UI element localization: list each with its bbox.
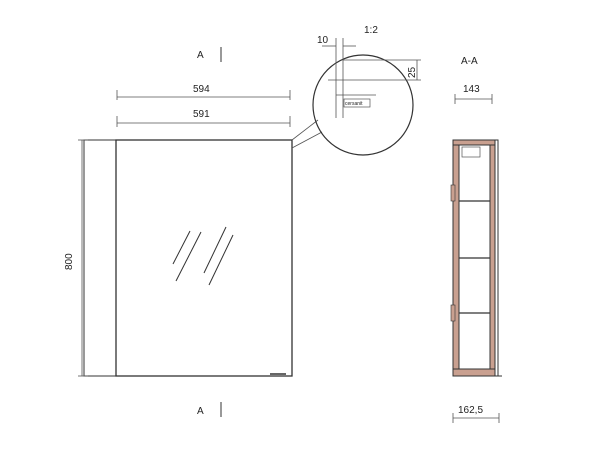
section-title: A-A (461, 56, 478, 67)
drawing-labels: A A A-A 594 591 800 10 1:2 25 cersanit 1… (64, 25, 483, 417)
section-top-panel (452, 139, 496, 146)
detail-leader-line (291, 131, 323, 149)
drawing-lines (78, 38, 502, 423)
dimension-591-label: 591 (193, 109, 210, 120)
dimension-591 (116, 116, 291, 127)
section-mark-top-label: A (197, 50, 204, 61)
detail-circle (312, 54, 414, 156)
mirror-reflection-line (208, 234, 234, 286)
mirror-reflection-line (175, 231, 202, 282)
mirror-reflection-line (203, 226, 227, 274)
cabinet-body-outline (83, 139, 117, 377)
hinge (450, 184, 456, 202)
detail-gap-label: 10 (317, 35, 329, 46)
depth-top-label: 143 (463, 84, 480, 95)
top-lamp (461, 146, 481, 158)
detail-internals (322, 38, 421, 118)
detail-logo-text: cersanit (345, 101, 363, 107)
detail-offset-label: 25 (407, 66, 418, 78)
depth-bottom-label: 162,5 (458, 405, 483, 416)
section-view (450, 94, 502, 423)
section-door (494, 139, 499, 377)
mirror-door-outline (115, 139, 293, 377)
section-bottom-panel (452, 368, 496, 377)
section-mark-bottom-label: A (197, 406, 204, 417)
dimension-594 (116, 90, 291, 100)
detail-logo-box (343, 98, 371, 108)
detail-leader-line (291, 119, 319, 141)
detail-scale-label: 1:2 (364, 25, 378, 36)
dimension-800-label: 800 (64, 253, 75, 270)
hinge (450, 304, 456, 322)
mirror-reflection-line (172, 230, 191, 265)
section-front-wall (489, 139, 496, 377)
dimension-800 (78, 139, 88, 377)
dimension-594-label: 594 (193, 84, 210, 95)
section-back-wall (452, 139, 460, 377)
